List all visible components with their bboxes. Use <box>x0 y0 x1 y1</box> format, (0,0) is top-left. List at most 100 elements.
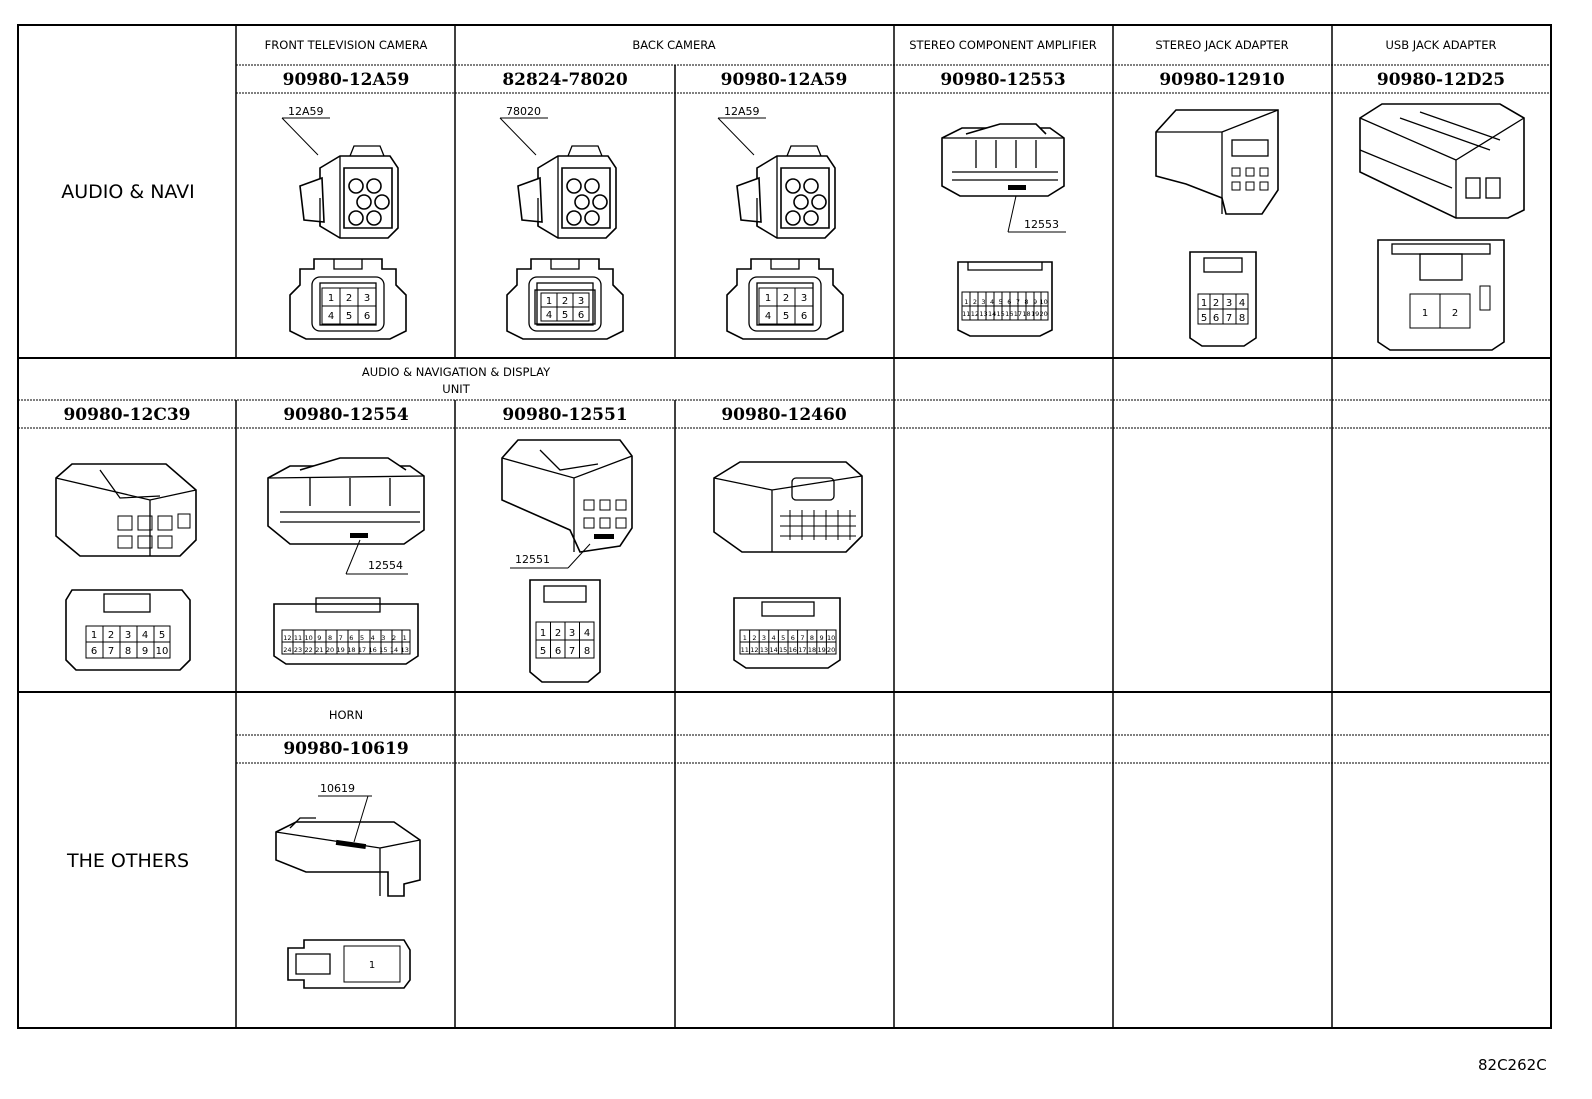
pin-number: 17 <box>358 646 366 654</box>
pin-number: 4 <box>371 634 375 642</box>
pin-number: 9 <box>820 634 824 642</box>
pin-number: 1 <box>403 634 407 642</box>
connector-12554-face <box>273 597 419 665</box>
pin-number: 1 <box>743 634 747 642</box>
pin-number: 19 <box>817 646 825 654</box>
section-label-audio-navi: AUDIO & NAVI <box>61 181 195 203</box>
front-tv-camera-connector-iso: 12A59 <box>281 105 399 239</box>
part-number: 82824-78020 <box>502 70 628 90</box>
pin-number: 19 <box>1031 310 1039 318</box>
pin-number: 10 <box>305 634 313 642</box>
pin-number: 6 <box>578 310 584 321</box>
pin-number: 18 <box>1022 310 1030 318</box>
pin-number: 8 <box>1024 298 1028 306</box>
back-camera-78020-connector-iso: 78020 <box>499 105 617 239</box>
title-audio-navigation-display: AUDIO & NAVIGATION & DISPLAY <box>362 365 551 379</box>
pin-number: 4 <box>546 310 552 321</box>
title-stereo-component-amplifier: STEREO COMPONENT AMPLIFIER <box>909 38 1096 52</box>
pin-number: 7 <box>1016 298 1020 306</box>
pin-number: 5 <box>540 646 546 657</box>
stereo-amplifier-connector-iso: 12553 <box>941 123 1066 233</box>
pin-number: 16 <box>1005 310 1013 318</box>
pin-number: 8 <box>584 646 590 657</box>
pin-number: 2 <box>783 293 789 304</box>
pin-number: 9 <box>1033 298 1037 306</box>
connector-12c39-iso <box>55 463 197 557</box>
pin-number: 10 <box>156 646 169 657</box>
pin-number: 5 <box>781 634 785 642</box>
title-back-camera: BACK CAMERA <box>632 38 715 52</box>
pin-number: 8 <box>328 634 332 642</box>
part-number: 90980-12910 <box>1159 70 1285 90</box>
pin-number: 6 <box>791 634 795 642</box>
reference-code: 82C262C <box>1478 1056 1547 1074</box>
pin-number: 1 <box>765 293 771 304</box>
pin-number: 6 <box>1213 313 1219 324</box>
pin-number: 2 <box>1213 298 1219 309</box>
pin-number: 2 <box>1452 308 1458 319</box>
pin-number: 21 <box>315 646 323 654</box>
pin-number: 12 <box>283 634 291 642</box>
pin-number: 3 <box>801 293 807 304</box>
connector-12c39-face: 1 2 3 4 5 6 7 8 9 10 <box>65 589 191 671</box>
pin-number: 3 <box>364 293 370 304</box>
pin-number: 5 <box>360 634 364 642</box>
pin-number: 23 <box>294 646 302 654</box>
pin-number: 13 <box>401 646 409 654</box>
pin-number: 14 <box>769 646 777 654</box>
pin-number: 3 <box>381 634 385 642</box>
pin-grid-front-tv: 1 2 3 4 5 6 <box>321 287 377 325</box>
connector-12460-face <box>733 597 841 669</box>
label-12553: 12553 <box>1024 218 1059 231</box>
label-12551: 12551 <box>515 553 550 566</box>
label-78020: 78020 <box>506 105 541 118</box>
part-number: 90980-12553 <box>940 70 1065 90</box>
pin-number: 24 <box>283 646 291 654</box>
pin-number: 10 <box>827 634 835 642</box>
pin-number: 6 <box>555 646 561 657</box>
pin-number: 17 <box>798 646 806 654</box>
label-12a59: 12A59 <box>288 105 324 118</box>
pin-number: 20 <box>1040 310 1048 318</box>
pin-number: 19 <box>337 646 345 654</box>
pin-number: 5 <box>1201 313 1207 324</box>
part-number: 90980-12551 <box>502 405 627 425</box>
pin-number: 16 <box>789 646 797 654</box>
pin-number: 4 <box>328 311 334 322</box>
pin-number: 6 <box>1007 298 1011 306</box>
pin-number: 3 <box>569 628 575 639</box>
pin-number: 18 <box>347 646 355 654</box>
pin-number: 2 <box>108 630 114 641</box>
pin-number: 22 <box>305 646 313 654</box>
label-10619: 10619 <box>320 782 355 795</box>
stereo-jack-adapter-connector-face: 1 2 3 4 5 6 7 8 <box>1189 251 1257 347</box>
pin-number: 4 <box>765 311 771 322</box>
usb-jack-adapter-connector-face: 1 2 <box>1377 239 1505 351</box>
pin-number: 1 <box>546 296 552 307</box>
pin-number: 2 <box>973 298 977 306</box>
pin-number: 20 <box>827 646 835 654</box>
pin-number: 7 <box>569 646 575 657</box>
pin-number: 5 <box>346 311 352 322</box>
usb-jack-adapter-connector-iso <box>1359 103 1525 219</box>
horn-connector-iso: 10619 <box>275 782 421 897</box>
pin-number: 1 <box>91 630 97 641</box>
pin-number: 6 <box>349 634 353 642</box>
back-camera-12a59-connector-iso: 12A59 <box>717 105 836 239</box>
pin-number: 5 <box>159 630 165 641</box>
pin-number: 1 <box>328 293 334 304</box>
pin-number: 1 <box>369 960 375 971</box>
pin-number: 2 <box>346 293 352 304</box>
pin-number: 15 <box>779 646 787 654</box>
pin-number: 15 <box>379 646 387 654</box>
pin-number: 8 <box>1239 313 1245 324</box>
pin-number: 6 <box>801 311 807 322</box>
title-horn: HORN <box>329 708 363 722</box>
connector-12551-iso: 12551 <box>501 439 633 569</box>
connector-12551-face: 1 2 3 4 5 6 7 8 <box>529 579 601 683</box>
title-stereo-jack-adapter: STEREO JACK ADAPTER <box>1155 38 1288 52</box>
pin-number: 14 <box>390 646 398 654</box>
pin-number: 18 <box>808 646 816 654</box>
part-number: 90980-12554 <box>283 405 409 425</box>
pin-number: 11 <box>294 634 302 642</box>
